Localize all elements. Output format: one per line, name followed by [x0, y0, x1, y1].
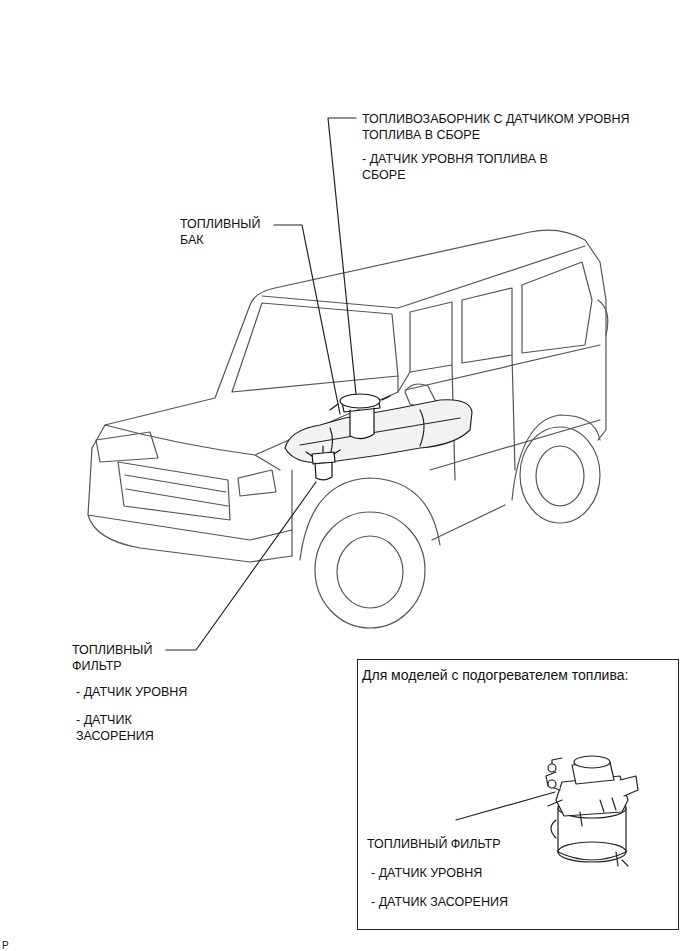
part-label: ТОПЛИВОЗАБОРНИК С ДАТЧИКОМ УРОВНЯ ТОПЛИВ… — [362, 111, 662, 143]
body-side — [292, 345, 600, 556]
inset-heading: Для моделей с подогревателем топлива: — [362, 667, 632, 684]
leader-line — [328, 118, 356, 394]
sub-part-label: - ДАТЧИК ЗАСОРЕНИЯ — [371, 894, 571, 910]
fuel-filter — [312, 452, 335, 480]
headlight — [96, 432, 276, 496]
fuel-filter-heater-illustration — [546, 756, 638, 866]
sub-part-label: - ДАТЧИК УРОВНЯ — [371, 865, 571, 881]
inset-box: Для моделей с подогревателем топлива: ТОП… — [357, 659, 679, 930]
front-bumper — [88, 448, 292, 562]
part-label: ТОПЛИВНЫЙ ФИЛЬТР — [72, 642, 172, 674]
fuel-pump-flange — [340, 394, 380, 408]
sub-part-label: - ДАТЧИК ЗАСОРЕНИЯ — [76, 712, 171, 744]
spare-tire — [598, 300, 608, 335]
sub-part-label: - ДАТЧИК УРОВНЯ ТОПЛИВА В СБОРЕ — [362, 151, 577, 183]
fuel-tank-detail — [300, 410, 460, 455]
page-mark: P — [2, 938, 22, 951]
car-body — [92, 230, 606, 448]
fuel-tank — [285, 400, 472, 463]
rear-wheel — [520, 427, 600, 523]
part-label: ТОПЛИВНЫЙ ФИЛЬТР — [367, 836, 567, 852]
sub-part-label: - ДАТЧИК УРОВНЯ — [76, 684, 236, 700]
leader-line — [274, 225, 340, 414]
windshield — [232, 303, 398, 392]
leader-line — [166, 482, 316, 650]
front-wheel-arch — [300, 478, 440, 560]
side-windows — [410, 262, 592, 372]
front-wheel — [315, 512, 425, 628]
front-grille — [118, 462, 230, 520]
part-label: ТОПЛИВНЫЙ БАК — [180, 216, 270, 248]
rear-wheel-rim — [536, 446, 584, 506]
front-wheel-rim — [337, 536, 403, 608]
car-roof-edge — [262, 246, 585, 308]
fuel-filter-ports — [306, 446, 340, 456]
leader-line — [456, 792, 555, 820]
